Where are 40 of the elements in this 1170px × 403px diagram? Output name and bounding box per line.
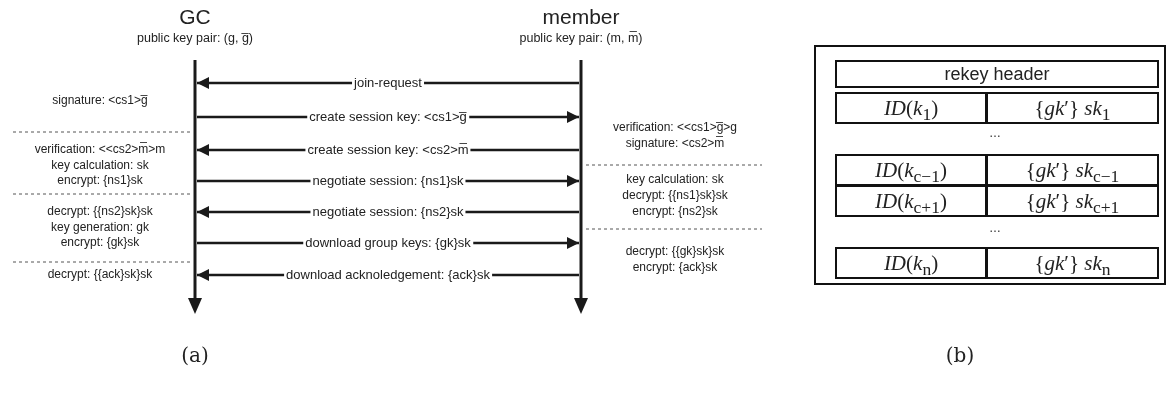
- note-text: decrypt: {{ns2}sk}sk: [47, 204, 153, 219]
- note-text: decrypt: {{gk}sk}sk: [625, 244, 725, 259]
- note-text: key generation: gk: [50, 220, 150, 235]
- edge-label: join-request: [352, 75, 424, 90]
- participant-title: GC: [178, 4, 212, 30]
- ellipsis-text: …: [989, 221, 1001, 236]
- note-text: decrypt: {{ns1}sk}sk: [622, 188, 728, 203]
- note-text: encrypt: {ns2}sk: [632, 204, 718, 219]
- participant-title: member: [541, 4, 621, 30]
- panel-label: (a): [181, 344, 209, 366]
- note-text: encrypt: {ack}sk: [632, 260, 718, 275]
- encrypted-key-field: {gk′} sk$_{1}$: [986, 92, 1159, 124]
- encrypted-key-field: {gk′} sk$_{n}$: [986, 247, 1159, 279]
- ellipsis-text: …: [989, 126, 1001, 141]
- rekey-header-field: rekey header: [835, 60, 1159, 88]
- edge-label: create session key: <cs2>m̅: [305, 142, 471, 157]
- note-text: decrypt: {{ack}sk}sk: [47, 267, 153, 282]
- encrypted-key-field: {gk′} sk$_{c−1}$: [986, 154, 1159, 186]
- note-text: signature: <cs1>g̅: [52, 93, 148, 108]
- panel-label: (b): [945, 344, 975, 366]
- key-pair-text: public key pair: (g, g̅): [136, 30, 254, 46]
- edge-label: create session key: <cs1>g̅: [307, 109, 469, 124]
- key-id-field: ID(k$_{c−1}$): [835, 154, 987, 186]
- key-id-field: ID(k$_{1}$): [835, 92, 987, 124]
- note-text: encrypt: {gk}sk: [60, 235, 140, 250]
- note-text: verification: <<cs2>m̅>m: [34, 142, 166, 157]
- note-text: verification: <<cs1>g̅>g: [612, 120, 738, 135]
- edge-label: negotiate session: {ns1}sk: [310, 173, 466, 188]
- encrypted-key-field: {gk′} sk$_{c+1}$: [986, 185, 1159, 217]
- note-text: key calculation: sk: [626, 172, 724, 187]
- note-text: key calculation: sk: [51, 158, 149, 173]
- key-id-field: ID(k$_{n}$): [835, 247, 987, 279]
- edge-label: negotiate session: {ns2}sk: [310, 204, 466, 219]
- edge-label: download group keys: {gk}sk: [303, 235, 473, 250]
- edge-label: download acknoledgement: {ack}sk: [284, 267, 492, 282]
- key-pair-text: public key pair: (m, m̅): [518, 30, 644, 46]
- table-frame: [814, 45, 1166, 285]
- key-id-field: ID(k$_{c+1}$): [835, 185, 987, 217]
- note-text: encrypt: {ns1}sk: [57, 173, 143, 188]
- note-text: signature: <cs2>m̅: [625, 136, 725, 151]
